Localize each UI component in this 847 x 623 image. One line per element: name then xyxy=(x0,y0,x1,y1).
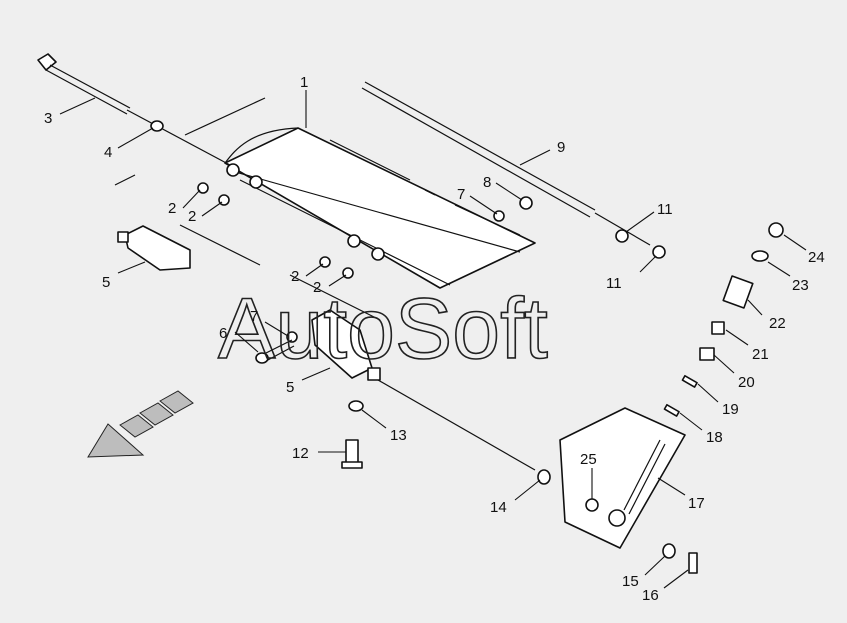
callout-8: 8 xyxy=(483,174,491,191)
bushing-21 xyxy=(711,321,725,335)
bolt-6 xyxy=(255,339,295,364)
washer-4 xyxy=(150,120,164,132)
hinge-knuckles xyxy=(226,163,385,261)
pin-16 xyxy=(688,552,698,574)
callout-11a: 11 xyxy=(657,201,673,218)
callout-25: 25 xyxy=(580,451,597,468)
washer-23 xyxy=(751,250,769,262)
nut-11b xyxy=(652,245,666,259)
callout-22: 22 xyxy=(769,315,786,332)
long-bolt xyxy=(37,53,231,166)
callout-17: 17 xyxy=(688,495,705,512)
callout-12: 12 xyxy=(292,445,309,462)
pin-25 xyxy=(585,498,599,512)
bracket-upper xyxy=(117,225,191,271)
watermark: AutoSoft xyxy=(218,281,548,377)
bolt-12 xyxy=(341,439,363,469)
callout-labels: 1 2 2 2 2 3 4 5 5 6 7 7 8 9 11 11 12 13 … xyxy=(44,74,825,604)
callout-24: 24 xyxy=(808,249,825,266)
callout-2c: 2 xyxy=(291,268,299,285)
callout-2a: 2 xyxy=(168,200,176,217)
callout-3: 3 xyxy=(44,110,52,127)
callout-6: 6 xyxy=(219,325,227,342)
callout-5b: 5 xyxy=(286,379,294,396)
callout-15: 15 xyxy=(622,573,639,590)
callout-23: 23 xyxy=(792,277,809,294)
callout-18: 18 xyxy=(706,429,723,446)
nut-8 xyxy=(519,196,533,210)
nut-11a xyxy=(615,229,629,243)
callout-4: 4 xyxy=(104,144,112,161)
bracket-lower xyxy=(311,309,381,381)
callout-2b: 2 xyxy=(188,208,196,225)
axis-line xyxy=(377,379,536,471)
cover-plate xyxy=(114,97,536,321)
callout-21: 21 xyxy=(752,346,769,363)
leader-lines xyxy=(59,90,807,589)
callout-16: 16 xyxy=(642,587,659,604)
callout-13: 13 xyxy=(390,427,407,444)
pin-19 xyxy=(681,374,698,388)
washer-13 xyxy=(348,400,364,412)
callout-5a: 5 xyxy=(102,274,110,291)
washer-15 xyxy=(662,543,676,559)
callout-1: 1 xyxy=(300,74,308,91)
callout-9: 9 xyxy=(557,139,565,156)
pedal-plate xyxy=(559,407,686,549)
threaded-rod xyxy=(361,81,651,246)
callout-7b: 7 xyxy=(250,308,258,325)
spring-22 xyxy=(722,275,754,309)
pin-18 xyxy=(663,403,680,417)
callout-20: 20 xyxy=(738,374,755,391)
nut-24 xyxy=(768,222,784,238)
washer-14 xyxy=(537,469,551,485)
callout-7a: 7 xyxy=(457,186,465,203)
callout-19: 19 xyxy=(722,401,739,418)
callout-2d: 2 xyxy=(313,279,321,296)
nut-2a xyxy=(197,182,209,194)
callout-11b: 11 xyxy=(606,275,622,292)
callout-14: 14 xyxy=(490,499,507,516)
washer-7b xyxy=(286,331,298,343)
front-direction-arrow xyxy=(87,390,194,458)
bushing-20 xyxy=(699,347,715,361)
